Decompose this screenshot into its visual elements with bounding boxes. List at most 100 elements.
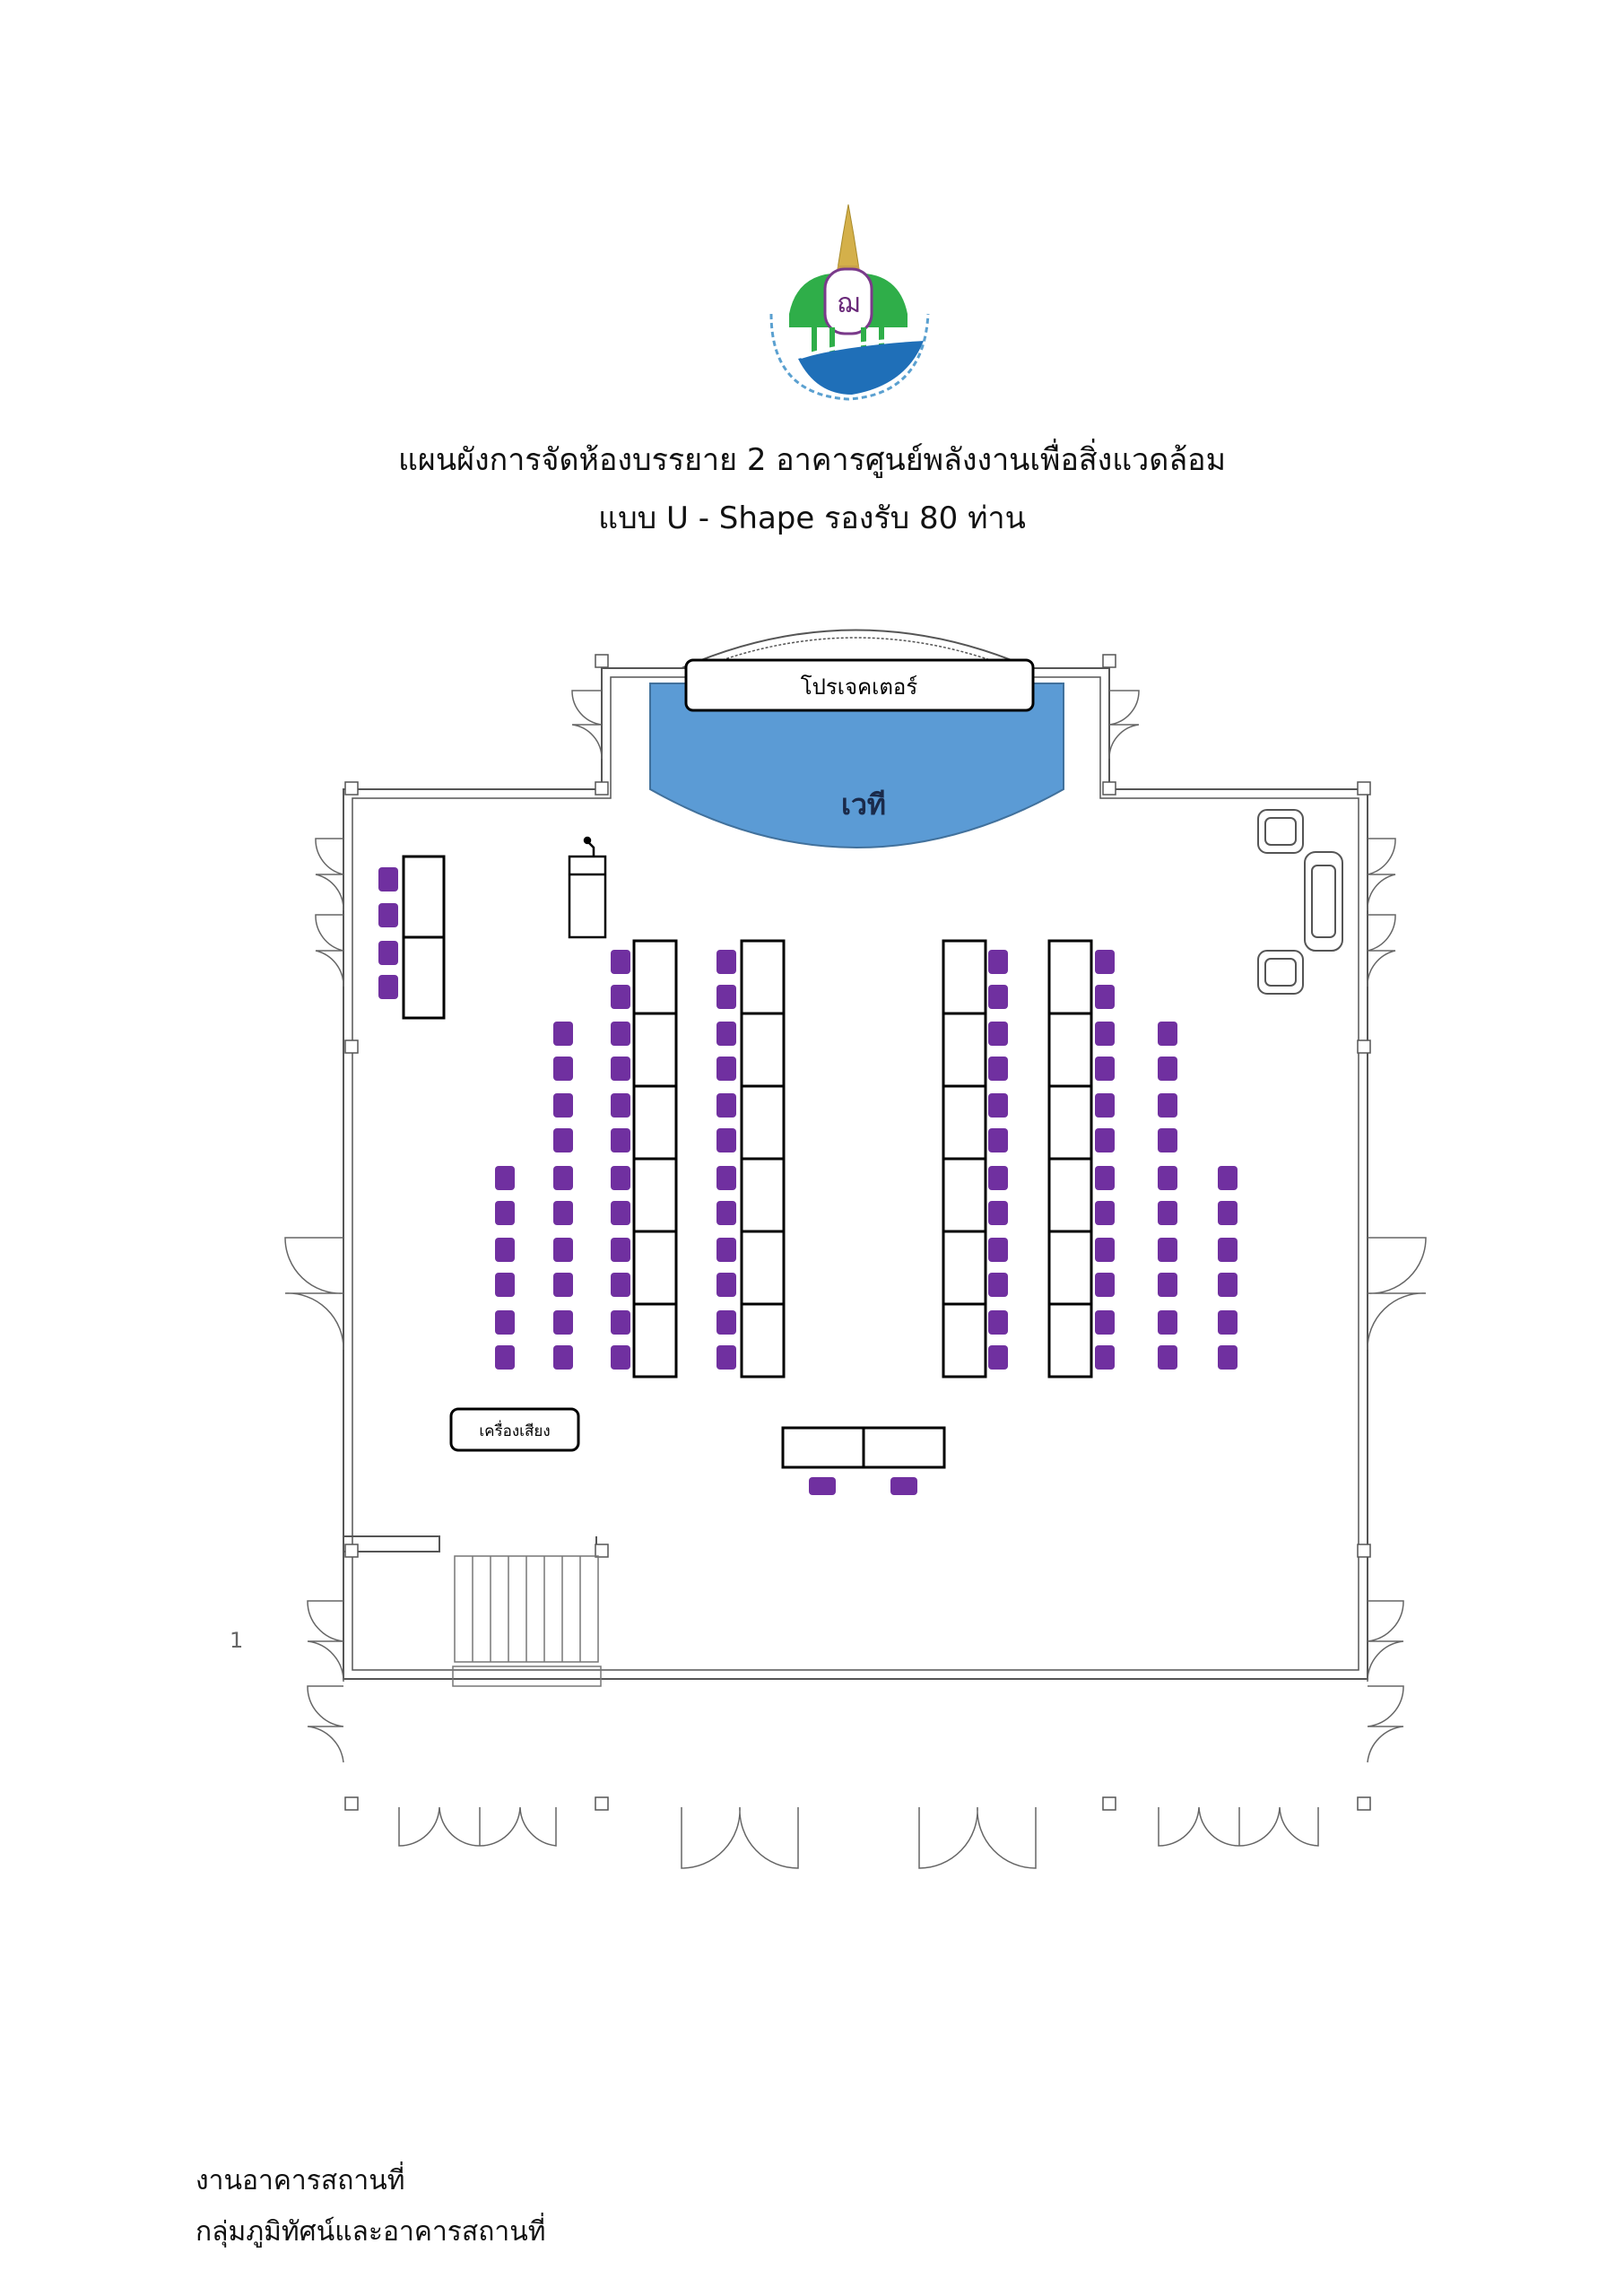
seat	[988, 1166, 1008, 1190]
seat	[1095, 1238, 1115, 1262]
table-segment	[740, 1084, 786, 1161]
seat	[1095, 1093, 1115, 1118]
footer-group: กลุ่มภูมิทัศน์และอาคารสถานที่	[195, 2216, 546, 2248]
table-segment	[1047, 1084, 1093, 1161]
seat	[988, 1128, 1008, 1152]
page-subtitle: แบบ U - Shape รองรับ 80 ท่าน	[598, 500, 1026, 536]
seat	[495, 1166, 515, 1190]
table-segment	[942, 1302, 987, 1378]
podium	[568, 836, 607, 939]
projector-screen	[684, 658, 1035, 712]
seat	[716, 1093, 736, 1118]
seats	[378, 867, 1238, 1495]
page-title: แผนผังการจัดห้องบรรยาย 2 อาคารศูนย์พลังง…	[398, 442, 1226, 478]
seat	[495, 1310, 515, 1335]
seat	[988, 1345, 1008, 1370]
seat	[1095, 1128, 1115, 1152]
seat	[1095, 1166, 1115, 1190]
seat	[988, 950, 1008, 974]
seat	[716, 1201, 736, 1225]
seat	[988, 1057, 1008, 1081]
seat	[1158, 1238, 1177, 1262]
table-segment	[740, 939, 786, 1015]
doors	[284, 690, 1427, 1869]
seat	[716, 1345, 736, 1370]
seat	[1095, 985, 1115, 1009]
seat	[611, 1093, 630, 1118]
seat	[1158, 1166, 1177, 1190]
table-segment	[632, 1302, 678, 1378]
seat	[611, 1238, 630, 1262]
seat	[716, 1022, 736, 1046]
lounge-furniture	[1257, 809, 1343, 995]
side-table	[402, 855, 446, 1020]
seat	[378, 903, 398, 927]
seat	[1158, 1128, 1177, 1152]
seat	[611, 1345, 630, 1370]
seat	[1095, 950, 1115, 974]
seat	[716, 950, 736, 974]
table-segment	[1047, 939, 1093, 1015]
seat	[1095, 1345, 1115, 1370]
table-segment	[632, 1157, 678, 1233]
seat	[716, 1273, 736, 1297]
seat	[716, 985, 736, 1009]
seat	[1218, 1345, 1238, 1370]
u-bottom-tables	[781, 1426, 946, 1469]
seat	[611, 985, 630, 1009]
table-segment	[942, 1230, 987, 1306]
seat	[611, 1273, 630, 1297]
seat	[378, 941, 398, 965]
seat	[716, 1057, 736, 1081]
seat	[1158, 1273, 1177, 1297]
sound-system-box	[449, 1407, 580, 1452]
seat	[988, 1022, 1008, 1046]
seat	[553, 1166, 573, 1190]
seat	[1095, 1057, 1115, 1081]
seat	[1158, 1022, 1177, 1046]
table-segment	[632, 1012, 678, 1088]
seat	[378, 867, 398, 891]
seat	[553, 1201, 573, 1225]
table-segment	[942, 939, 987, 1015]
seat	[988, 1273, 1008, 1297]
seat	[1095, 1201, 1115, 1225]
table-segment	[1047, 1012, 1093, 1088]
table-segment	[942, 1157, 987, 1233]
seat	[611, 1022, 630, 1046]
seat	[809, 1477, 836, 1495]
seat	[553, 1345, 573, 1370]
seat	[1158, 1345, 1177, 1370]
table-segment	[942, 1084, 987, 1161]
stage	[649, 683, 1064, 848]
seat	[1158, 1093, 1177, 1118]
seat	[716, 1166, 736, 1190]
seat	[378, 975, 398, 999]
seat	[716, 1238, 736, 1262]
column-posts	[344, 654, 1371, 1811]
seat	[611, 1310, 630, 1335]
seat	[611, 1201, 630, 1225]
logo: ฌ	[769, 204, 930, 401]
seat	[611, 950, 630, 974]
seat	[988, 1238, 1008, 1262]
table-segment	[740, 1230, 786, 1306]
seat	[988, 1310, 1008, 1335]
seat	[988, 985, 1008, 1009]
seat	[1095, 1022, 1115, 1046]
seat	[553, 1238, 573, 1262]
seat	[716, 1128, 736, 1152]
seat	[1218, 1201, 1238, 1225]
seat	[716, 1310, 736, 1335]
staircase	[452, 1555, 602, 1687]
table-segment	[632, 1230, 678, 1306]
table-segment	[942, 1012, 987, 1088]
table-segment	[740, 1157, 786, 1233]
stray-mark: 1	[230, 1628, 244, 1653]
seat	[1158, 1201, 1177, 1225]
seat	[1158, 1310, 1177, 1335]
seat	[553, 1057, 573, 1081]
table-segment	[1047, 1302, 1093, 1378]
seat	[611, 1166, 630, 1190]
